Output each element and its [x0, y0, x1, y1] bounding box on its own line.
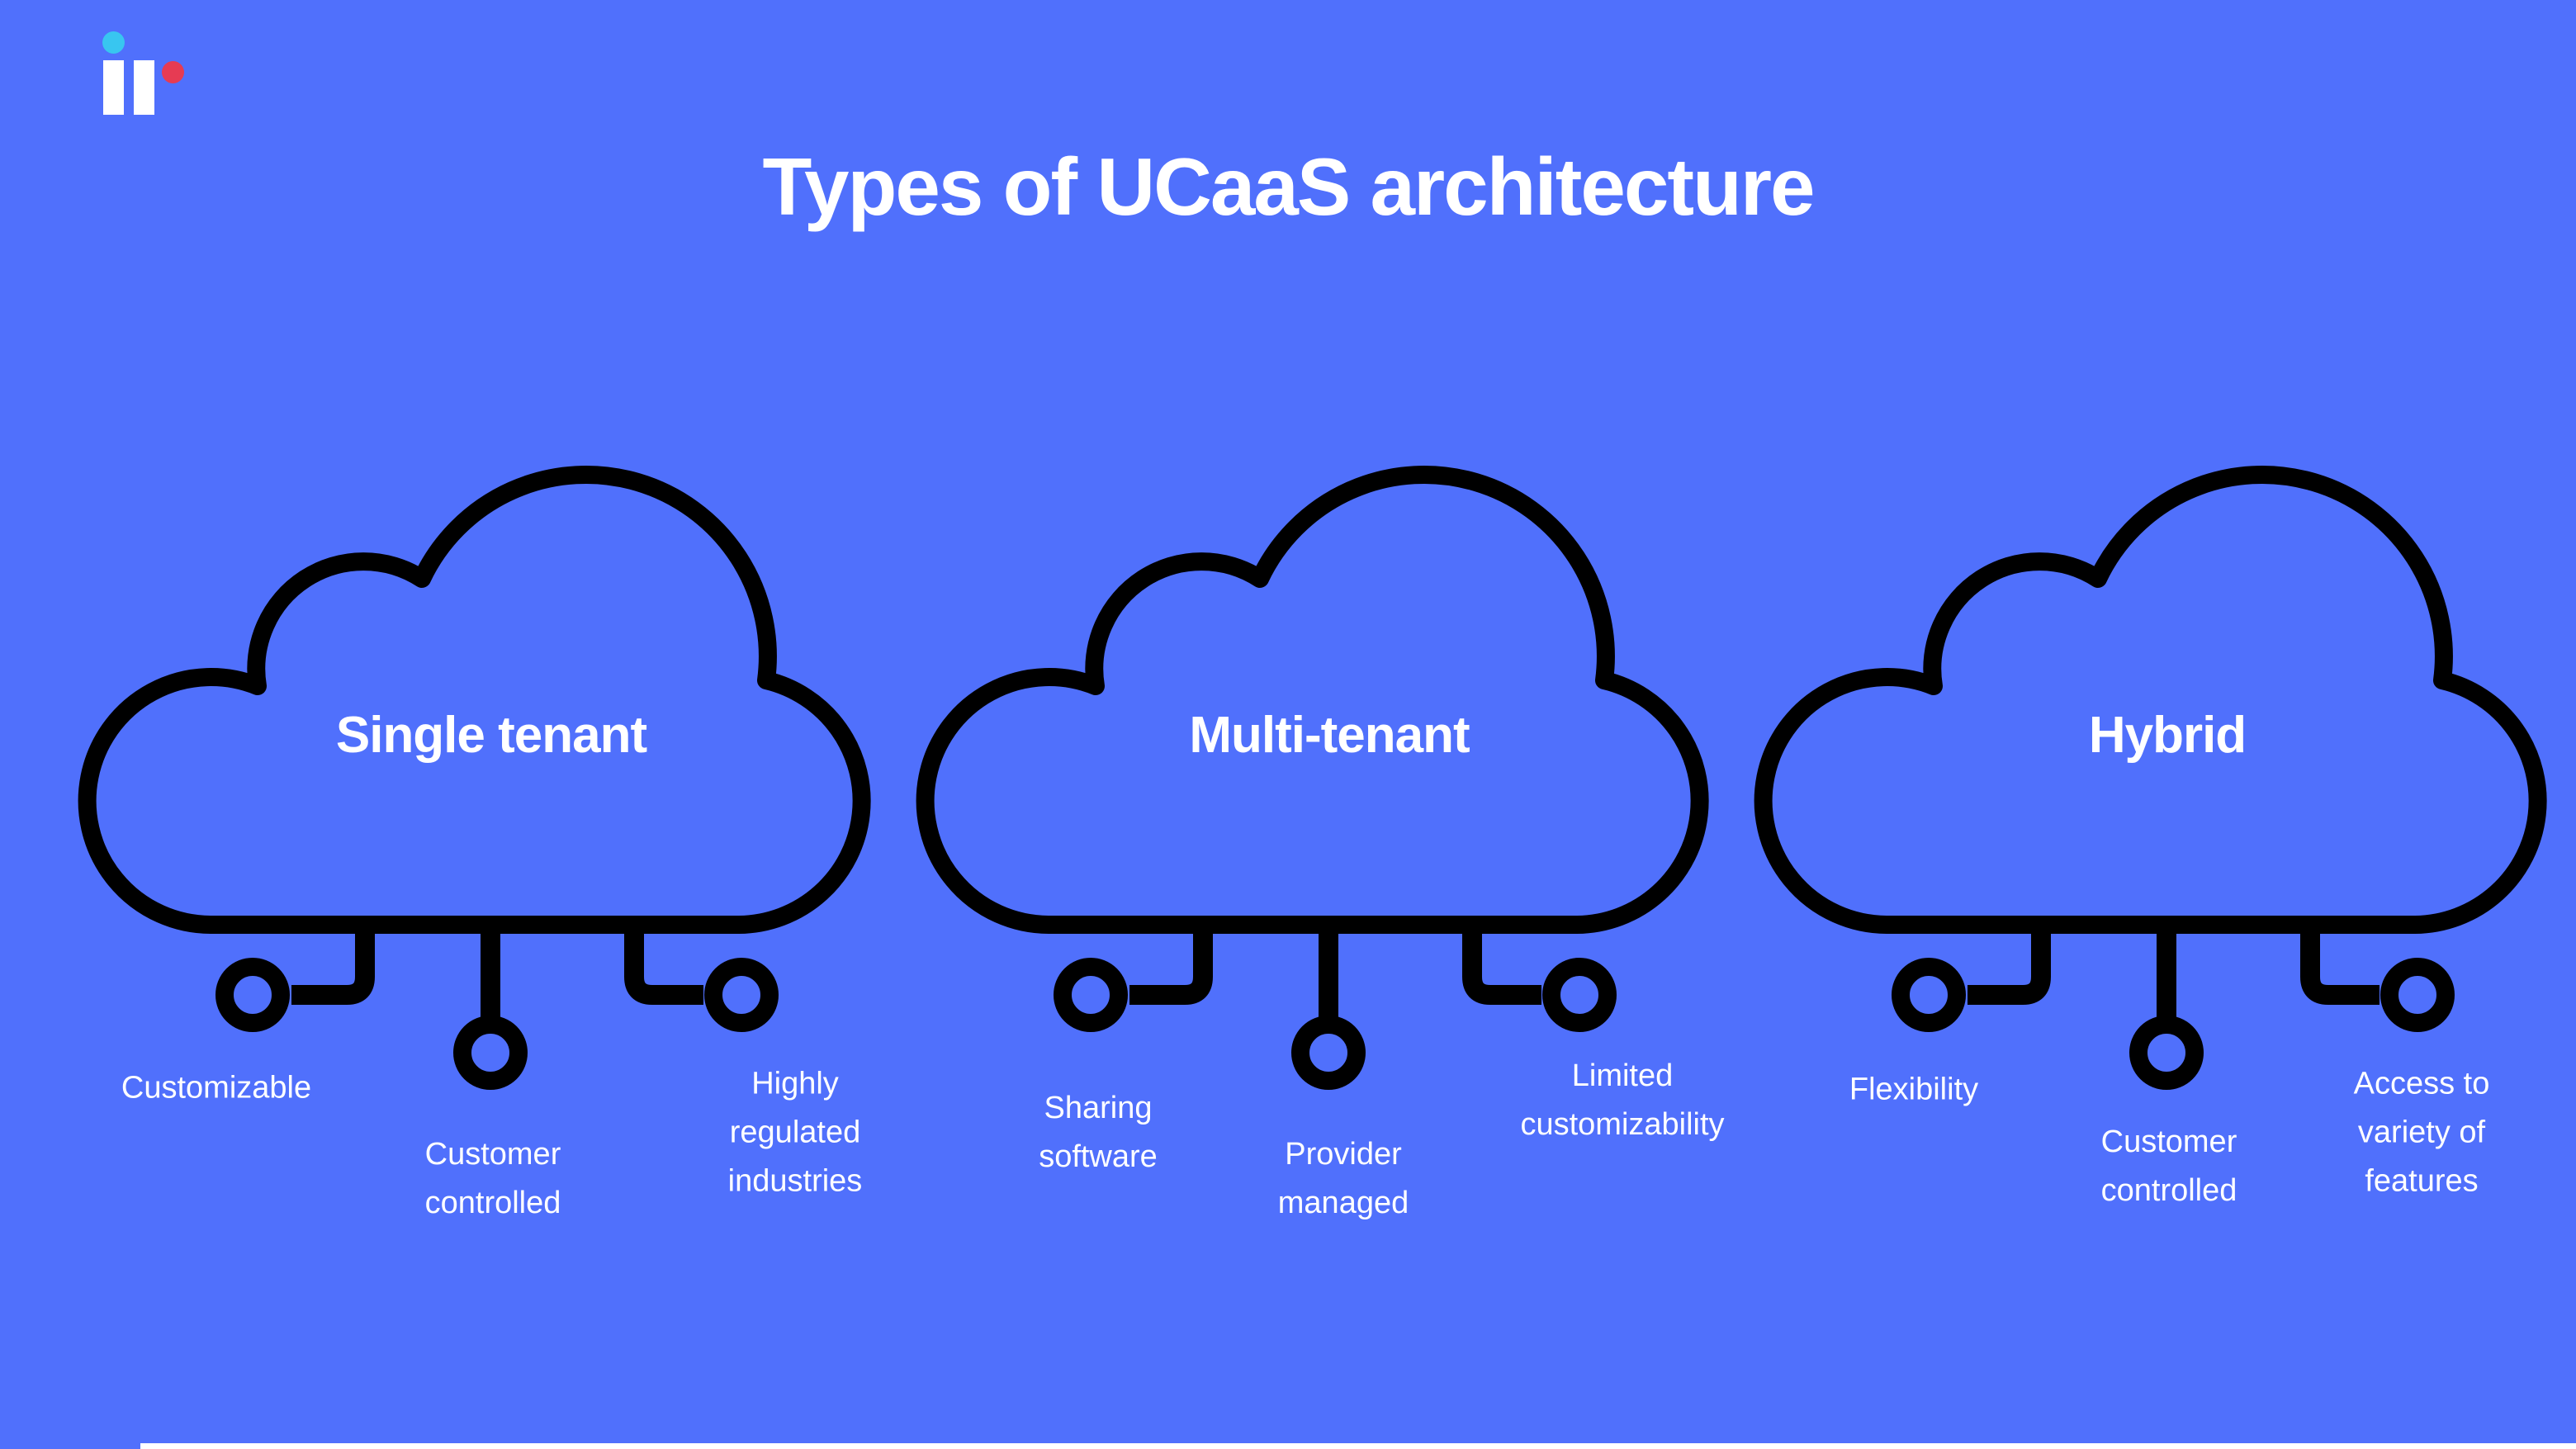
connector-node-icon	[2380, 958, 2455, 1032]
feature-line: customizability	[1520, 1107, 1725, 1142]
cloud-title: Multi-tenant	[1189, 707, 1470, 764]
connector-node-icon	[1291, 1016, 1366, 1090]
feature-label: Customizable	[121, 1064, 311, 1113]
feature-label: Customer controlled	[2101, 1118, 2237, 1215]
feature-line: Provider	[1285, 1137, 1402, 1172]
feature-label: Access to variety of features	[2354, 1060, 2490, 1206]
cloud-title: Single tenant	[335, 707, 647, 764]
brand-logo	[97, 30, 188, 121]
connector-line-right	[2300, 916, 2379, 1005]
connector-node-icon	[1892, 958, 1966, 1032]
feature-label: Provider managed	[1278, 1130, 1409, 1228]
connector-node-icon	[215, 958, 290, 1032]
bottom-white-strip	[140, 1443, 2576, 1449]
connector-node-icon	[453, 1016, 528, 1090]
feature-line: variety of	[2357, 1115, 2486, 1150]
feature-line: industries	[727, 1163, 863, 1199]
feature-line: Highly	[751, 1066, 839, 1101]
feature-line: regulated	[729, 1115, 861, 1150]
connector-node-icon	[1542, 958, 1617, 1032]
feature-line: Flexibility	[1849, 1072, 1979, 1107]
cloud-diagram-hybrid	[1754, 466, 2547, 1090]
cloud-outline-icon	[78, 466, 871, 934]
feature-line: controlled	[2100, 1173, 2237, 1208]
logo-bar-icon	[103, 60, 124, 115]
feature-line: Customizable	[121, 1070, 312, 1106]
connector-node-icon	[1054, 958, 1128, 1032]
feature-label: Sharing software	[1039, 1084, 1158, 1181]
cloud-title: Hybrid	[2088, 707, 2247, 764]
cloud-outline-icon	[916, 466, 1709, 934]
connector-line-right	[624, 916, 703, 1005]
feature-line: software	[1039, 1139, 1158, 1174]
logo-cyan-dot-icon	[102, 31, 125, 54]
logo-red-dot-icon	[162, 61, 184, 83]
feature-line: features	[2365, 1163, 2479, 1199]
feature-line: managed	[1277, 1186, 1409, 1220]
feature-line: controlled	[424, 1186, 561, 1220]
cloud-diagram-single-tenant	[78, 466, 871, 1090]
feature-label: Highly regulated industries	[728, 1060, 863, 1206]
connector-node-icon	[2129, 1016, 2204, 1090]
cloud-group-hybrid: Hybrid Flexibility Customer controlled A…	[1750, 450, 2551, 1276]
feature-line: Limited	[1571, 1058, 1674, 1093]
cloud-group-multi-tenant: Multi-tenant Sharing software Provider m…	[912, 450, 1725, 1276]
connector-line-left	[1968, 916, 2051, 1005]
feature-label: Limited customizability	[1520, 1052, 1724, 1149]
page-title: Types of UCaaS architecture	[762, 140, 1815, 232]
connector-line-right	[1462, 916, 1541, 1005]
cloud-group-single-tenant: Single tenant Customizable Customer cont…	[74, 450, 875, 1276]
cloud-outline-icon	[1754, 466, 2547, 934]
feature-label: Customer controlled	[425, 1130, 561, 1228]
cloud-diagram-multi-tenant	[916, 466, 1709, 1090]
feature-line: Customer	[2100, 1125, 2237, 1159]
connector-line-left	[1129, 916, 1213, 1005]
logo-bar-icon	[134, 60, 154, 115]
feature-line: Customer	[424, 1137, 561, 1172]
feature-line: Access to	[2353, 1066, 2490, 1101]
feature-label: Flexibility	[1849, 1066, 1978, 1115]
connector-node-icon	[704, 958, 779, 1032]
connector-line-left	[291, 916, 375, 1005]
feature-line: Sharing	[1044, 1091, 1153, 1125]
